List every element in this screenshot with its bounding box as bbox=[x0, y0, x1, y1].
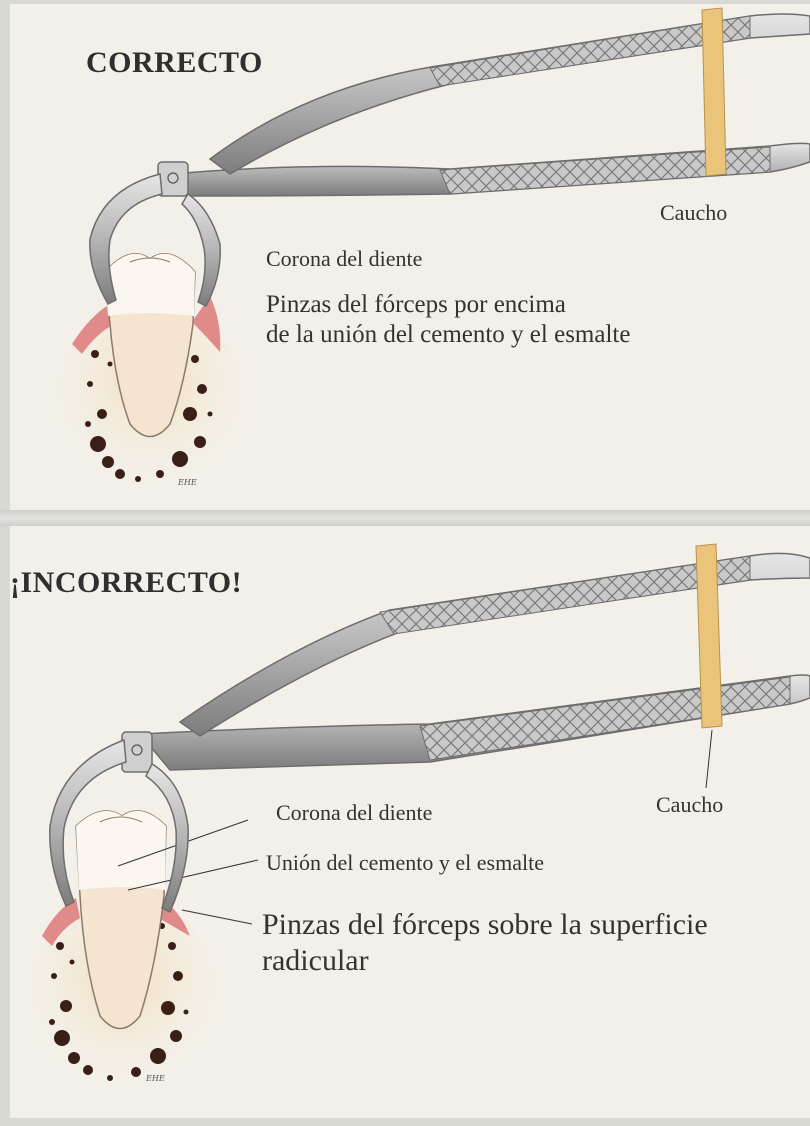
forceps-hinge bbox=[158, 162, 188, 196]
knurled-grip-upper bbox=[380, 556, 750, 634]
tooth-crown bbox=[105, 254, 195, 316]
label-crown: Corona del diente bbox=[276, 800, 432, 826]
knurled-grip-lower bbox=[420, 677, 790, 760]
panel-title-correct: CORRECTO bbox=[86, 46, 263, 80]
tooth-crown bbox=[76, 811, 166, 890]
label-beaks-line2: de la unión del cemento y el esmalte bbox=[266, 320, 630, 350]
label-beaks-line1: Pinzas del fórceps sobre la superficie bbox=[262, 908, 708, 942]
panel-incorrect: ¡INCORRECTO! Caucho Corona del diente Un… bbox=[10, 526, 810, 1118]
label-crown: Corona del diente bbox=[266, 246, 422, 272]
rubber-band bbox=[702, 8, 726, 176]
forceps-hinge bbox=[122, 732, 152, 772]
panel-title-incorrect: ¡INCORRECTO! bbox=[10, 566, 242, 600]
label-beaks-line1: Pinzas del fórceps por encima bbox=[266, 290, 566, 320]
panel-divider bbox=[0, 510, 810, 526]
artist-signature: EHE bbox=[146, 1074, 165, 1083]
label-rubber-band: Caucho bbox=[660, 200, 727, 226]
artist-signature: EHE bbox=[178, 478, 197, 487]
label-beaks-line2: radicular bbox=[262, 944, 369, 978]
panel-correct: CORRECTO Caucho Corona del diente Pinzas… bbox=[10, 4, 810, 510]
label-cej: Unión del cemento y el esmalte bbox=[266, 850, 544, 876]
label-rubber-band: Caucho bbox=[656, 792, 723, 818]
